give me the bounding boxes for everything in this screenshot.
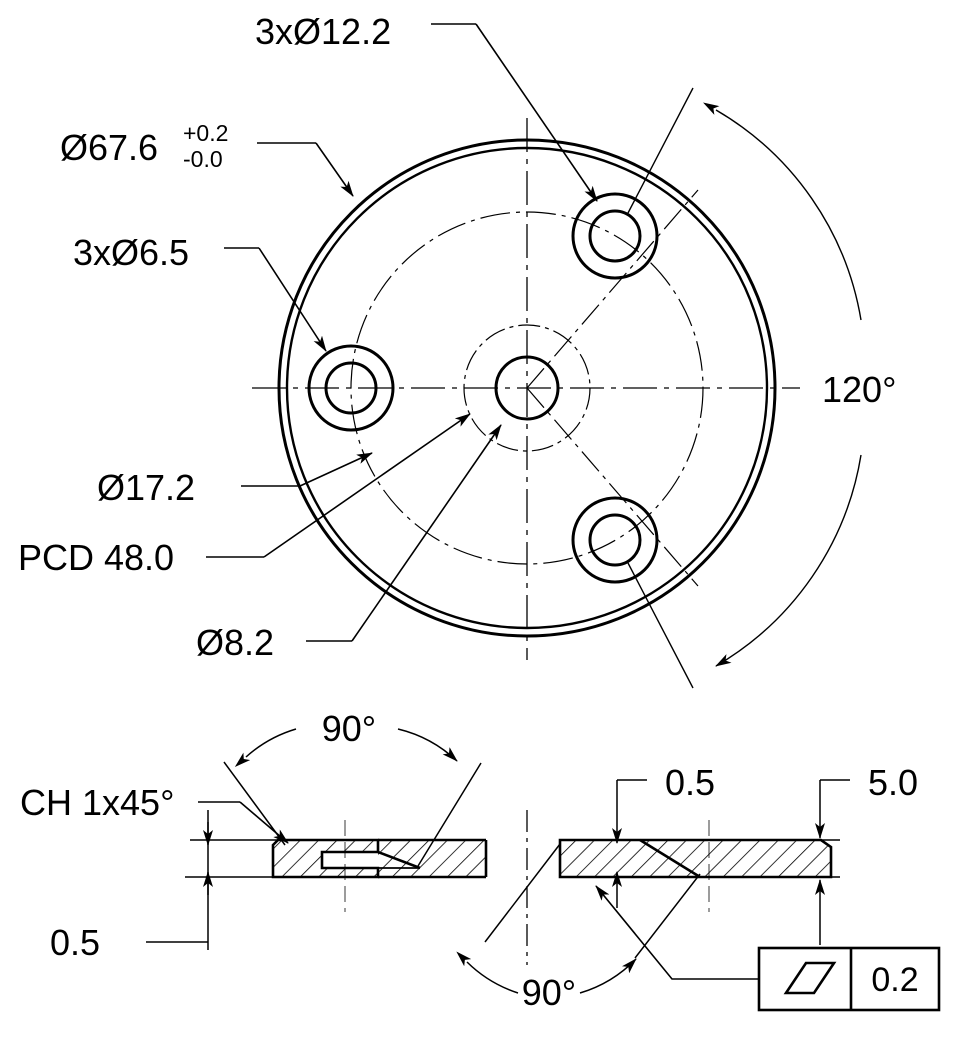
parallelism-icon [783, 961, 837, 995]
counterbore-circle-lower-right [571, 496, 659, 584]
callout-countersink-angle-top: 90° [322, 708, 376, 749]
counterbore-circle-left [307, 344, 395, 432]
dimension-thickness: 5.0 [815, 762, 918, 945]
outer-diameter-circle [277, 138, 777, 638]
callout-outer-diameter-tol-lower: -0.0 [183, 146, 223, 172]
section-view: 0.5 CH 1x45° 90° 90° 0. [20, 708, 941, 1013]
angle-arc-90-bottom-left [456, 951, 519, 994]
section-countersink-taper-right [639, 838, 701, 879]
plan-radial-centerlines [526, 189, 699, 587]
callout-center-counterbore: Ø17.2 [97, 467, 195, 508]
center-hole-circle [494, 355, 560, 421]
angle-ext-line-upper [627, 87, 694, 214]
angle-ext-line-lower [627, 562, 694, 689]
through-hole-circle-lower-right [588, 513, 642, 567]
callout-counterbore-holes: 3xØ12.2 [255, 11, 391, 52]
callout-thickness: 5.0 [868, 762, 918, 803]
leader-chamfer [198, 801, 289, 844]
countersink-bottom-left-ray [634, 873, 701, 959]
plan-view: 3xØ12.2 Ø67.6 +0.2 -0.0 3xØ6.5 Ø17.2 PCD… [18, 11, 896, 689]
fcf-leader [595, 885, 759, 980]
callout-chamfer: CH 1x45° [20, 782, 174, 823]
countersink-top-left-ray [223, 761, 286, 846]
callout-edge-height: 0.5 [50, 922, 100, 963]
angular-dimension-90-top: 90° [223, 708, 482, 867]
section-profile-left [271, 838, 380, 879]
bolt-hole-upper-right [571, 192, 659, 280]
plan-centerlines [252, 118, 800, 660]
angular-dimension-120: 120° [627, 87, 896, 689]
pitch-circle-diameter-circle [350, 211, 704, 565]
callout-outer-diameter: Ø67.6 [60, 127, 158, 168]
section-body [271, 838, 833, 879]
callout-pitch-circle: PCD 48.0 [18, 537, 174, 578]
counterbore-circle-upper-right [571, 192, 659, 280]
angle-arc-90-bottom-right [579, 958, 637, 994]
fcf-tolerance-value: 0.2 [871, 961, 918, 999]
callout-counterbore-depth: 0.5 [665, 762, 715, 803]
leader-outer-diameter [257, 142, 354, 197]
callout-center-hole: Ø8.2 [196, 622, 274, 663]
angle-arc-90-top-right [397, 728, 458, 762]
angular-dimension-90-bottom: 90° [456, 843, 701, 1013]
leader-pitch-circle [206, 413, 471, 558]
angle-arc-lower [715, 454, 862, 667]
angle-arc-upper [703, 102, 862, 321]
leader-center-hole [306, 424, 502, 642]
leader-center-counterbore [241, 452, 373, 487]
dimension-counterbore-depth: 0.5 [612, 762, 715, 908]
countersink-top-right-ray [417, 762, 482, 867]
fcf-box [757, 946, 941, 1012]
radial-centerline-upper-right [526, 189, 699, 389]
callout-outer-diameter-tol-upper: +0.2 [183, 120, 228, 146]
callout-through-holes: 3xØ6.5 [73, 232, 189, 273]
outer-diameter-inner-edge-circle [285, 146, 769, 630]
center-counterbore-circle [463, 324, 591, 452]
angle-arc-90-top-left [234, 728, 297, 768]
section-profile-left-mid-outline [378, 838, 486, 879]
leader-through-holes [224, 247, 327, 352]
through-hole-circle-left [324, 361, 378, 415]
section-countersink-taper-left [377, 850, 421, 870]
feature-control-frame: 0.2 [595, 885, 941, 1012]
bolt-hole-lower-right [571, 496, 659, 584]
countersink-bottom-right-ray [484, 843, 561, 943]
bolt-hole-left [307, 344, 395, 432]
through-hole-circle-upper-right [588, 209, 642, 263]
radial-centerline-lower-right [526, 387, 699, 587]
callout-countersink-angle-bottom: 90° [522, 972, 576, 1013]
dimension-edge-height: 0.5 [50, 810, 213, 963]
leader-counterbore-holes [431, 23, 598, 202]
section-profile-right [558, 838, 833, 879]
callout-hole-spacing-angle: 120° [822, 369, 896, 410]
